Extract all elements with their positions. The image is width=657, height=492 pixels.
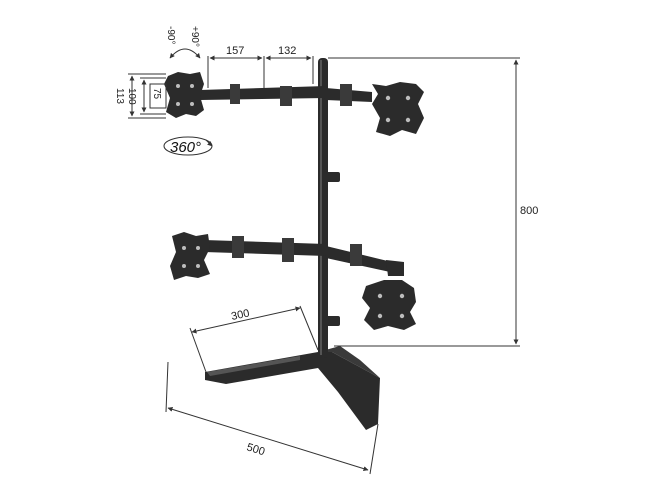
dimension-pole-height: 800	[328, 57, 538, 347]
arm-segment-1-label: 157	[226, 45, 244, 57]
base-width-label: 300	[230, 307, 250, 323]
vesa-plate-lower-left	[170, 232, 210, 280]
monitor-stand-illustration	[164, 58, 424, 430]
tilt-indicator: -90° +90°	[165, 26, 201, 59]
vesa-plate-upper-left	[164, 72, 204, 118]
vesa-plate-upper-right	[372, 82, 424, 136]
lower-arms	[204, 236, 404, 276]
vesa-small-label: 75	[151, 88, 162, 100]
vesa-plate-lower-right	[362, 280, 416, 330]
base-depth-label: 500	[245, 441, 266, 458]
tilt-plus-label: +90°	[189, 26, 200, 47]
dimension-arm-segments: 157 132	[207, 45, 314, 88]
pole-height-label: 800	[520, 205, 538, 217]
center-pole	[318, 58, 340, 358]
stand-base	[205, 346, 380, 430]
arm-segment-2-label: 132	[278, 45, 296, 57]
swivel-label: 360°	[170, 139, 201, 156]
vesa-outer-label: 113	[114, 88, 125, 104]
swivel-indicator: 360°	[163, 136, 213, 156]
tilt-minus-label: -90°	[165, 26, 176, 44]
upper-arms	[200, 84, 372, 106]
dimension-base-depth: 500	[165, 361, 379, 475]
dimension-vesa: 113 100 75	[114, 73, 167, 119]
dimension-base-width: 300	[189, 305, 319, 373]
vesa-large-label: 100	[126, 88, 137, 105]
